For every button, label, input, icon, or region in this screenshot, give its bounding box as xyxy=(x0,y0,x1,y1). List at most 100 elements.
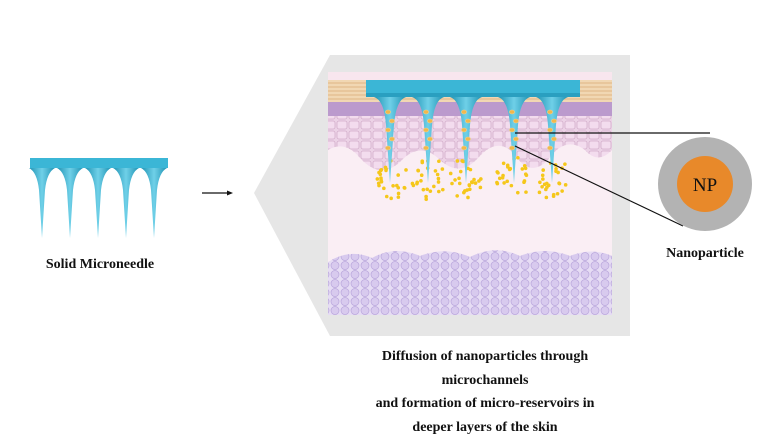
nanoparticle-dot xyxy=(384,194,389,199)
nanoparticle-dot xyxy=(461,145,467,151)
nanoparticle-dot xyxy=(467,183,472,187)
nanoparticle-dot xyxy=(378,172,383,177)
nanoparticle-dot xyxy=(415,180,420,185)
arrow-icon xyxy=(202,190,233,196)
nanoparticle-dot xyxy=(427,136,433,142)
nanoparticle-dot xyxy=(541,177,545,181)
nanoparticle-dot xyxy=(396,191,401,196)
nanoparticle-dot xyxy=(461,127,467,133)
nanoparticle-dot xyxy=(461,109,467,115)
nanoparticle-dot xyxy=(470,180,475,185)
nanoparticle-dot xyxy=(555,191,560,196)
nanoparticle-dot xyxy=(425,187,430,192)
nanoparticle-dot xyxy=(385,145,391,151)
nanoparticle-dot xyxy=(423,109,429,115)
nanoparticle-dot xyxy=(478,185,483,190)
microneedle-spike xyxy=(57,168,83,238)
caption-line: and formation of micro-reservoirs in xyxy=(375,396,595,411)
nanoparticle-dot xyxy=(513,136,519,142)
nanoparticle-dot xyxy=(563,183,568,187)
nanoparticle-dot xyxy=(508,166,513,171)
nanoparticle-dot xyxy=(379,178,383,182)
nanoparticle-dot xyxy=(441,187,445,192)
nanoparticle-dot xyxy=(505,165,510,169)
fat-layer xyxy=(328,250,612,315)
nanoparticle-dot xyxy=(448,171,453,176)
nanoparticle-dot xyxy=(383,165,388,170)
nanoparticle-dot xyxy=(544,195,549,200)
nanoparticle-dot xyxy=(463,189,467,193)
nanoparticle-dot xyxy=(547,145,553,151)
nanoparticle-dot xyxy=(437,159,441,164)
pointer-line xyxy=(514,145,684,227)
nanoparticle-dot xyxy=(457,176,461,181)
nanoparticle-dot xyxy=(419,179,423,183)
nanoparticle-dot xyxy=(495,180,499,185)
skin-cross-section xyxy=(328,72,612,315)
np-label: NP xyxy=(693,175,717,196)
nanoparticle-dot xyxy=(440,167,445,171)
nanoparticle-dot xyxy=(524,190,528,194)
nanoparticle-dot xyxy=(455,159,460,163)
nanoparticle-dot xyxy=(544,181,549,186)
nanoparticle-dot xyxy=(391,183,395,188)
nanoparticle-dot xyxy=(547,127,553,133)
nanoparticle-dot xyxy=(505,179,510,184)
nanoparticle-dot xyxy=(389,196,393,201)
nanoparticle-dot xyxy=(433,169,438,173)
nanoparticle-dot xyxy=(523,172,528,176)
nanoparticle-dot xyxy=(402,186,407,190)
nanoparticle-dot xyxy=(501,161,506,166)
nanoparticle-dot xyxy=(436,176,441,181)
caption-line: Diffusion of nanoparticles through xyxy=(381,349,589,364)
nanoparticle-dot xyxy=(465,136,471,142)
nanoparticle-dot xyxy=(545,185,549,190)
nanoparticle-dot xyxy=(382,186,386,191)
nanoparticle-dot xyxy=(468,187,472,192)
nanoparticle-dot xyxy=(428,189,433,193)
microneedle-spike xyxy=(141,168,167,238)
nanoparticle-dot xyxy=(466,166,470,171)
nanoparticle-dot xyxy=(500,176,505,180)
nanoparticle-dot xyxy=(540,184,544,189)
nanoparticle-dot xyxy=(389,136,395,142)
nanoparticle-dot xyxy=(404,168,408,172)
nanoparticle-dot xyxy=(461,159,466,164)
nanoparticle-dot xyxy=(547,109,553,115)
caption-line: deeper layers of the skin xyxy=(412,419,558,435)
nanoparticle-dot xyxy=(465,118,471,124)
nanoparticle-dot xyxy=(416,168,420,173)
nanoparticle-dot xyxy=(396,185,401,190)
nanoparticle-dot xyxy=(537,190,542,195)
nanoparticle-dot xyxy=(427,118,433,124)
caption-line: microchannels xyxy=(441,372,529,388)
nanoparticle-dot xyxy=(560,189,564,193)
nanoparticle-dot xyxy=(450,181,454,186)
nanoparticle-dot xyxy=(410,181,415,186)
nanoparticle-dot xyxy=(389,118,395,124)
nanoparticle-dot xyxy=(453,178,457,182)
microneedle-spike xyxy=(113,168,139,238)
nanoparticle-dot xyxy=(509,183,514,188)
nanoparticle-dot xyxy=(423,145,429,151)
nanoparticle-dot xyxy=(522,179,527,183)
nanoparticle-dot xyxy=(477,179,481,183)
nanoparticle-dot xyxy=(563,162,567,166)
nanoparticle-dot xyxy=(424,194,428,199)
solid-microneedle-label: Solid Microneedle xyxy=(45,257,155,272)
microneedle-spike xyxy=(29,168,55,238)
nanoparticle-dot xyxy=(551,136,557,142)
nanoparticle-dot xyxy=(455,194,459,198)
nanoparticle-dot xyxy=(396,173,400,177)
nanoparticle-dot xyxy=(466,195,470,200)
nanoparticle-dot xyxy=(432,184,436,189)
nanoparticle-dot xyxy=(551,192,556,197)
nanoparticle-dot xyxy=(420,159,425,163)
nanoparticle-dot xyxy=(538,180,542,185)
nanoparticle-dot xyxy=(502,181,506,185)
nanoparticle-icon: NP xyxy=(658,137,752,231)
nanoparticle-dot xyxy=(473,181,478,185)
nanoparticle-dot xyxy=(396,195,401,199)
nanoparticle-dot xyxy=(436,180,441,184)
